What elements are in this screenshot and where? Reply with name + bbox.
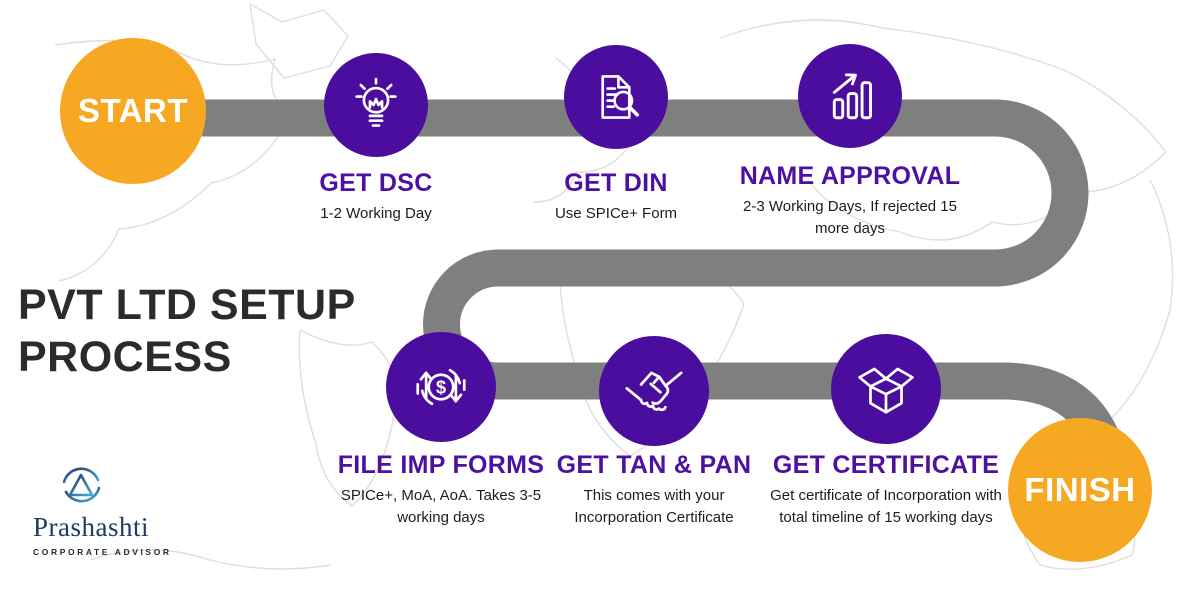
page-title: PVT LTD SETUP PROCESS xyxy=(18,280,356,383)
page-title-line1: PVT LTD SETUP xyxy=(18,281,356,329)
step-description: 2-3 Working Days, If rejected 15 more da… xyxy=(743,198,957,237)
step-label-get-tan-pan: GET TAN & PAN This comes with your Incor… xyxy=(534,451,774,529)
process-route-path xyxy=(135,99,1122,452)
logo-triangle-circle-icon xyxy=(62,467,101,503)
step-description: Use SPICe+ Form xyxy=(554,205,678,222)
finish-node: FINISH xyxy=(1008,418,1152,562)
step-circle-get-certificate xyxy=(831,334,941,444)
step-circle-name-approval xyxy=(798,44,902,148)
step-description: Get certificate of Incorporation with to… xyxy=(770,487,1002,526)
logo-name: Prashashti xyxy=(33,512,149,542)
step-label-file-imp-forms: FILE IMP FORMS SPICe+, MoA, AoA. Takes 3… xyxy=(316,451,566,529)
step-title: GET DIN xyxy=(564,169,668,197)
step-description: SPICe+, MoA, AoA. Takes 3-5 working days xyxy=(340,487,542,526)
brand-logo: Prashashti CORPORATE ADVISOR xyxy=(33,462,213,557)
step-title: GET CERTIFICATE xyxy=(772,451,1000,479)
start-node: START xyxy=(60,38,206,184)
step-label-get-certificate: GET CERTIFICATE Get certificate of Incor… xyxy=(753,451,1019,529)
step-label-name-approval: NAME APPROVAL 2-3 Working Days, If rejec… xyxy=(712,162,988,240)
finish-label: FINISH xyxy=(1024,471,1136,508)
logo-tagline: CORPORATE ADVISOR xyxy=(33,547,172,557)
step-label-get-din: GET DIN Use SPICe+ Form xyxy=(496,169,736,225)
step-title: GET TAN & PAN xyxy=(556,451,752,479)
lightbulb-idea-icon xyxy=(347,76,405,134)
step-circle-file-imp-forms: $ xyxy=(386,332,496,442)
start-label: START xyxy=(77,92,189,129)
step-description: This comes with your Incorporation Certi… xyxy=(574,487,734,526)
step-title: NAME APPROVAL xyxy=(739,162,961,190)
step-circle-get-dsc xyxy=(324,53,428,157)
document-search-icon xyxy=(587,68,645,126)
step-label-get-dsc: GET DSC 1-2 Working Day xyxy=(256,169,496,225)
step-title: FILE IMP FORMS xyxy=(337,451,545,479)
step-circle-get-tan-pan xyxy=(599,336,709,446)
step-title: GET DSC xyxy=(319,169,433,197)
handshake-icon xyxy=(623,360,685,422)
page-title-line2: PROCESS xyxy=(18,332,232,381)
step-description: 1-2 Working Day xyxy=(320,205,432,222)
step-circle-get-din xyxy=(564,45,668,149)
open-box-icon xyxy=(855,358,917,420)
growth-chart-icon xyxy=(821,67,879,125)
svg-text:$: $ xyxy=(436,377,446,397)
money-exchange-icon: $ xyxy=(410,356,472,418)
